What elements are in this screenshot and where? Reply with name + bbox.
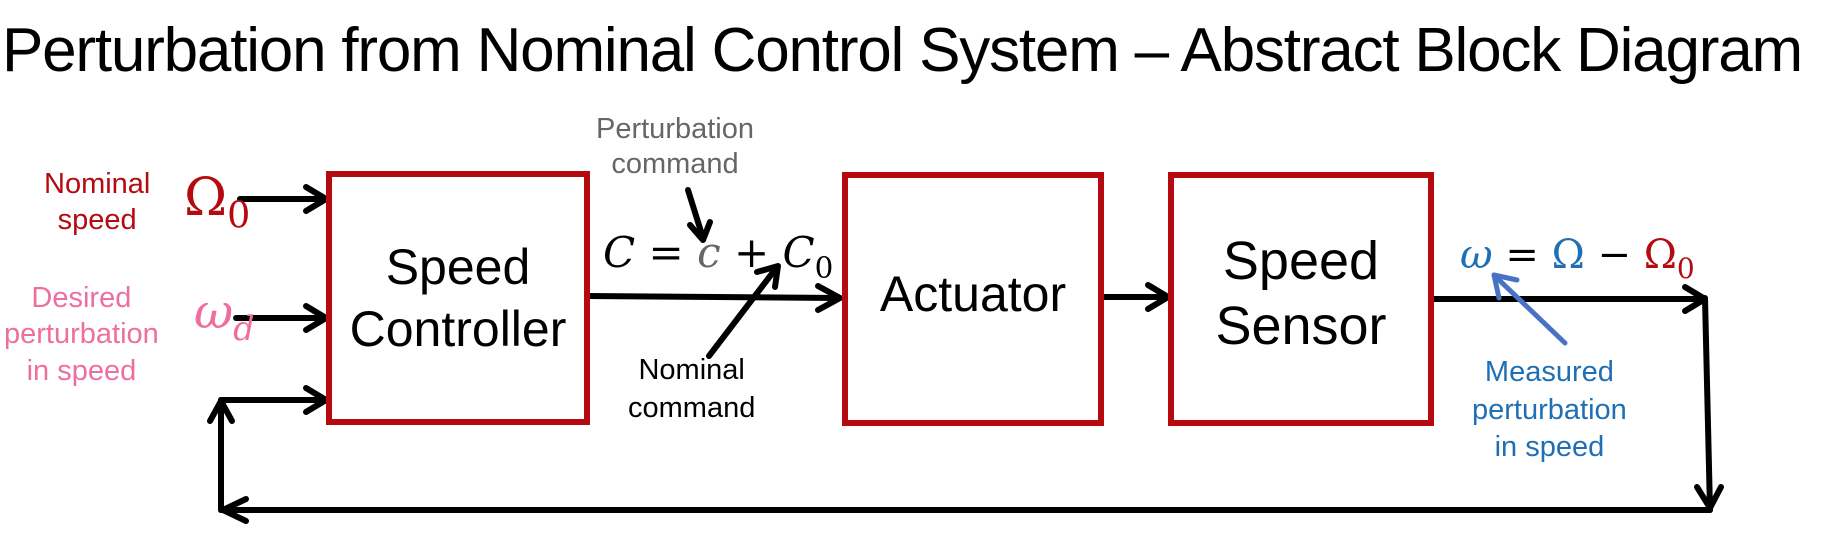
desired-perturbation-symbol: ωd [194,284,255,348]
sensor-output-arrowhead [1682,284,1708,314]
measured-perturbation-symbol: ω [1460,232,1493,278]
command-nominal-subscript: 0 [814,250,834,285]
actuator-label: Actuator [879,265,1067,322]
output-nominal-speed-symbol: Ω [1643,232,1677,278]
perturbation-command-pointer-head [687,219,713,243]
command-plus: + [733,228,770,277]
measured-speed-symbol: Ω [1551,232,1585,278]
omega0-symbol: Ω [184,168,228,228]
speed-controller-block[interactable]: Speed Controller [326,171,590,425]
command-equals: = [648,228,684,277]
nominal-command-label: Nominal command [628,352,755,427]
diagram-title: Perturbation from Nominal Control System… [2,16,1803,85]
output-equals: = [1505,232,1539,278]
nominal-speed-label-line1: Nominal [44,168,151,200]
perturbation-command-label-line1: Perturbation [596,113,754,145]
measured-perturbation-pointer [1494,275,1568,346]
measured-perturbation-label-line2: perturbation [1472,393,1627,426]
command-perturbation: c [697,228,721,277]
feedback-down-arrowhead [1694,484,1724,511]
desired-perturbation-label-line1: Desired [31,282,132,314]
command-nominal: C [782,228,815,277]
measured-perturbation-pointer-head [1491,272,1520,301]
measured-perturbation-label: Measured perturbation in speed [1472,354,1627,467]
feedback-up-arrowhead [207,398,235,424]
nominal-command-label-line2: command [628,391,756,424]
omega-d-subscript: d [233,308,255,348]
desired-perturbation-label-line3: in speed [26,354,137,387]
output-minus: − [1597,232,1631,278]
nominal-command-label-line1: Nominal [638,354,745,386]
feedback-left-arrowhead [220,496,249,524]
perturbation-command-label-line2: command [611,147,739,180]
desired-perturbation-label-line2: perturbation [4,318,159,351]
perturbation-command-label: Perturbation command [596,112,754,182]
nominal-speed-symbol: Ω0 [184,168,250,237]
speed-sensor-block[interactable]: Speed Sensor [1168,172,1434,426]
output-nominal-subscript: 0 [1676,251,1695,285]
command-arrowhead [815,283,843,313]
desired-perturbation-label: Desired perturbation in speed [4,280,159,389]
speed-controller-label-line2: Controller [349,301,567,357]
measured-perturbation-label-line1: Measured [1484,356,1614,388]
actuator-block[interactable]: Actuator [842,172,1104,426]
speed-sensor-label-line2: Sensor [1215,296,1387,356]
omega0-subscript: 0 [227,193,251,237]
feedback-right-wire [1702,295,1713,513]
omega-d-symbol: ω [194,284,234,340]
nominal-speed-label: Nominal speed [44,166,150,239]
nominal-command-pointer [706,264,780,359]
nominal-speed-label-line2: speed [57,204,137,237]
command-wire [583,293,843,301]
command-equation: C = c + C0 [603,228,833,284]
speed-controller-label-line1: Speed [385,238,531,295]
speed-sensor-label-line1: Speed [1222,231,1380,292]
perturbation-command-pointer [685,187,706,241]
output-equation: ω = Ω − Ω0 [1460,232,1695,285]
command-total: C [603,228,636,277]
measured-perturbation-label-line3: in speed [1494,431,1605,464]
nominal-command-pointer-head [754,263,781,290]
